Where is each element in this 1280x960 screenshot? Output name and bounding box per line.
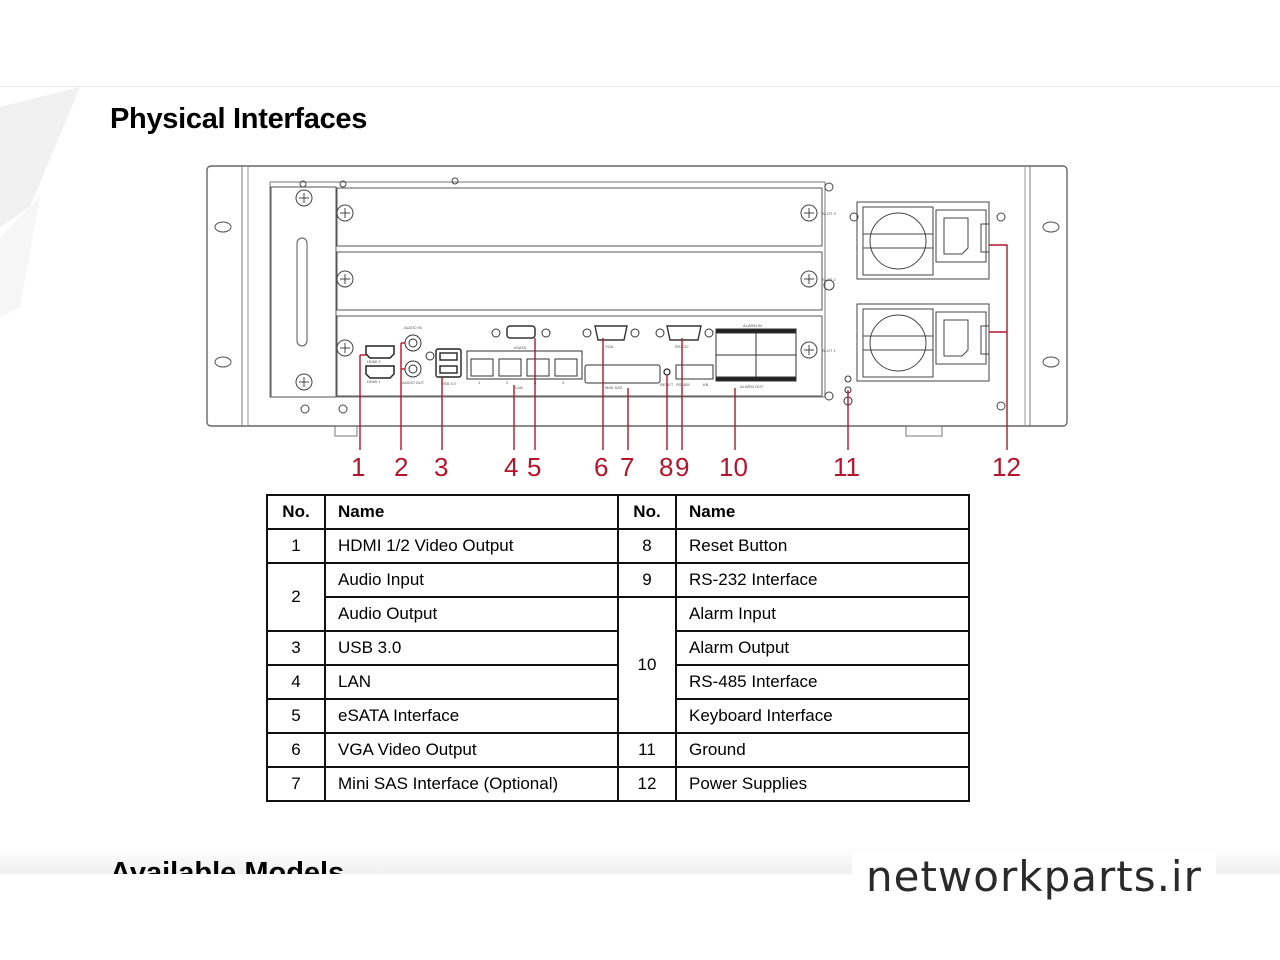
watermark-logo: networkparts.ir <box>852 852 1216 901</box>
table-row: 6 VGA Video Output 11 Ground <box>266 732 970 768</box>
power-supply-1 <box>856 201 990 280</box>
callout-number: 1 <box>351 452 365 482</box>
table-row: 2 Audio Input 9 RS-232 Interface <box>266 562 970 632</box>
rack-ear-hole <box>1042 356 1060 368</box>
row-no: 3 <box>266 630 326 666</box>
row-name: LAN <box>324 664 619 700</box>
slot-label: SLOT 2 <box>822 277 836 282</box>
vga-label: VGA <box>605 344 614 349</box>
interfaces-table: No. Name No. Name 1 HDMI 1/2 Video Outpu… <box>266 494 970 802</box>
row-name: Keyboard Interface <box>675 698 970 734</box>
audio-out-label: AUDIO OUT <box>402 380 425 385</box>
hdmi2-label: HDMI 2 <box>367 359 381 364</box>
lan-ports <box>466 350 583 380</box>
row-name: Alarm Input <box>675 596 970 632</box>
row-no: 9 <box>617 562 677 598</box>
header-name: Name <box>675 494 970 530</box>
callout-number: 8 <box>659 452 673 482</box>
table-row: 1 HDMI 1/2 Video Output 8 Reset Button <box>266 528 970 564</box>
hdmi-ports <box>365 345 395 379</box>
table-row: 7 Mini SAS Interface (Optional) 12 Power… <box>266 766 970 802</box>
slide-decoration <box>0 87 80 317</box>
table-row: 3 USB 3.0 Alarm Output <box>266 630 970 666</box>
rs485-kb-terminal <box>675 364 714 380</box>
callout-number: 2 <box>394 452 408 482</box>
row-no: 4 <box>266 664 326 700</box>
hdmi1-label: HDMI 1 <box>367 379 381 384</box>
rs232-port <box>655 325 714 341</box>
chassis-outline <box>206 165 1068 427</box>
row-name: Mini SAS Interface (Optional) <box>324 766 619 802</box>
row-no: 7 <box>266 766 326 802</box>
next-section-heading: Available Models <box>110 857 345 874</box>
usb-label: USB 3.0 <box>441 381 457 386</box>
row-no: 2 <box>266 562 326 632</box>
row-no: 6 <box>266 732 326 768</box>
callout-leaders <box>359 244 1008 450</box>
lan-port-number: 1 <box>478 380 481 385</box>
callout-number: 10 <box>719 452 748 482</box>
lan-port-number: 4 <box>562 380 565 385</box>
row-name: HDMI 1/2 Video Output <box>324 528 619 564</box>
table-row: 5 eSATA Interface Keyboard Interface <box>266 698 970 734</box>
rack-ear-hole <box>214 356 232 368</box>
row-name: Power Supplies <box>675 766 970 802</box>
row-no: 1 <box>266 528 326 564</box>
mini-sas-port <box>584 364 661 384</box>
slot-label: SLOT 1 <box>822 348 836 353</box>
row-name: eSATA Interface <box>324 698 619 734</box>
vga-port <box>582 325 640 341</box>
row-name: Audio Output <box>324 596 619 632</box>
row-name: Ground <box>675 732 970 768</box>
lan-port-number: 2 <box>506 380 509 385</box>
table-header-row: No. Name No. Name <box>266 494 970 530</box>
header-no: No. <box>617 494 677 530</box>
callout-number: 7 <box>620 452 634 482</box>
callout-number: 6 <box>594 452 608 482</box>
callout-number: 3 <box>434 452 448 482</box>
row-name: VGA Video Output <box>324 732 619 768</box>
power-supply-2 <box>856 303 990 382</box>
header-no: No. <box>266 494 326 530</box>
rack-ear-hole <box>214 221 232 233</box>
screws <box>295 177 1006 414</box>
row-name: Reset Button <box>675 528 970 564</box>
callout-number: 11 <box>833 452 860 482</box>
esata-label: eSATA <box>514 345 526 350</box>
top-band <box>0 0 1280 86</box>
slot-label: SLOT 3 <box>822 211 836 216</box>
row-no: 10 <box>617 596 677 734</box>
rack-ear-hole <box>1042 221 1060 233</box>
lan-label: LAN <box>515 385 523 390</box>
page-title: Physical Interfaces <box>110 103 368 135</box>
header-name: Name <box>324 494 619 530</box>
table-row: Audio Output 10 Alarm Input <box>267 596 970 734</box>
row-name: Audio Input <box>324 562 619 598</box>
main-io-board <box>336 315 823 397</box>
usb-ports <box>435 348 462 378</box>
row-no: 5 <box>266 698 326 734</box>
row-name: USB 3.0 <box>324 630 619 666</box>
audio-in-label: AUDIO IN <box>404 325 422 330</box>
row-name: RS-485 Interface <box>675 664 970 700</box>
row-no: 8 <box>617 528 677 564</box>
table-row: 4 LAN RS-485 Interface <box>266 664 970 700</box>
callout-number: 4 <box>504 452 518 482</box>
row-no: 12 <box>617 766 677 802</box>
kb-label: KB <box>703 382 709 387</box>
callout-number: 5 <box>527 452 541 482</box>
rear-panel-diagram: SLOT 3 SLOT 2 SLOT 1 HDMI 2 HDMI 1 AUDIO… <box>206 165 1068 482</box>
alarm-in-label: ALARM IN <box>743 323 762 328</box>
alarm-out-label: ALARM OUT <box>740 384 764 389</box>
row-no: 11 <box>617 732 677 768</box>
callout-number: 9 <box>675 452 689 482</box>
row-name: RS-232 Interface <box>675 562 970 598</box>
rs485-label: RS-485 <box>676 382 690 387</box>
esata-port <box>491 325 551 339</box>
callout-number: 12 <box>992 452 1021 482</box>
mini-sas-label: MINI SAS <box>605 385 623 390</box>
row-name: Alarm Output <box>675 630 970 666</box>
alarm-terminals <box>715 328 797 382</box>
